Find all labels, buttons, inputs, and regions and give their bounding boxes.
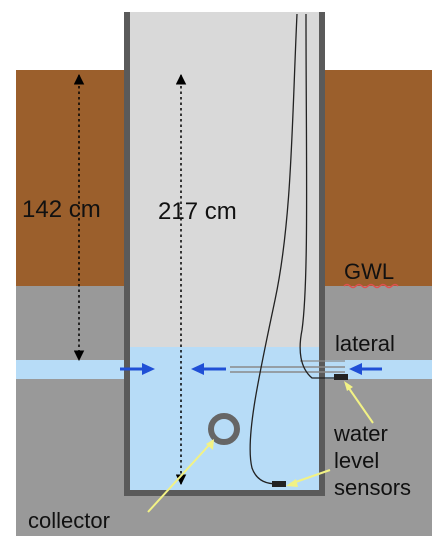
pointer-collector	[147, 442, 212, 513]
collector-pipe	[208, 413, 240, 445]
flow-arrow-left-pipe	[120, 363, 155, 375]
ground-below-well	[128, 492, 321, 536]
sensors-label-line1: water	[333, 421, 388, 446]
pointer-collector-head	[206, 439, 214, 450]
water-level-sensor-bottom	[272, 481, 286, 487]
well-wall-left	[124, 12, 130, 496]
well-floor	[124, 490, 325, 496]
sensor-cable-2	[299, 13, 338, 379]
soil-layer-right	[321, 70, 432, 286]
pointer-sensor-bottom-head	[286, 479, 298, 487]
pointer-sensor-lateral-head	[344, 381, 353, 391]
sensors-label-line2: level	[334, 448, 379, 473]
soil-layer-left	[16, 70, 128, 286]
gwl-label: GWL	[344, 259, 394, 284]
water-level-sensor-lateral	[334, 374, 348, 380]
saturated-ground-right	[321, 286, 432, 536]
lateral-label: lateral	[335, 331, 395, 356]
flow-arrow-right-pipe	[349, 363, 382, 375]
lateral-pipe-left	[16, 360, 128, 379]
well-wall-right	[319, 12, 325, 496]
flow-arrow-inside-well	[191, 363, 226, 375]
gwl-underline	[343, 283, 399, 289]
pointer-sensor-lateral	[345, 383, 374, 424]
sensors-label-line3: sensors	[334, 475, 411, 500]
collector-label: collector	[28, 508, 110, 533]
depth-label-142: 142 cm	[22, 196, 101, 223]
sensor-cable-1	[249, 13, 298, 485]
depth-label-217: 217 cm	[158, 198, 237, 225]
saturated-ground-left	[16, 286, 128, 536]
